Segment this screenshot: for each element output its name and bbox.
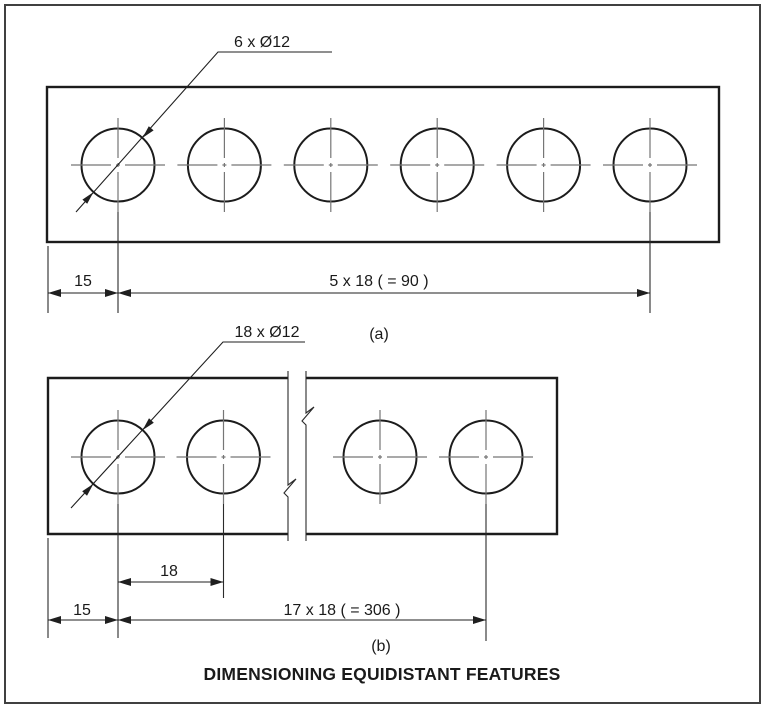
leader-arrow-icon (142, 126, 154, 138)
drawing-title: DIMENSIONING EQUIDISTANT FEATURES (204, 664, 561, 684)
view-a: 6 x Ø12 15 5 x 18 ( = 90 ) (a) (45, 34, 721, 343)
plate-a (45, 85, 721, 244)
view-caption-b: (b) (371, 638, 391, 655)
leader-line (75, 51, 332, 213)
callout-label-b: 18 x Ø12 (235, 324, 300, 341)
plate-b (46, 376, 559, 536)
dim-pitch-label-b: 18 (160, 563, 178, 580)
dim-span-label-a: 5 x 18 ( = 90 ) (329, 273, 428, 290)
leader-arrow-icon (82, 483, 94, 496)
sheet-border (4, 4, 761, 704)
dim-edge-label-b: 15 (73, 602, 91, 619)
view-b: 18 x Ø12 18 15 17 x 18 ( = 306 ) (b) (46, 324, 559, 655)
break-line (301, 371, 315, 541)
holes-a (71, 118, 697, 212)
leader-arrow-icon (82, 192, 94, 204)
leader-arrow-icon (142, 418, 154, 431)
leader-b (70, 341, 305, 509)
dim-span-label-b: 17 x 18 ( = 306 ) (284, 602, 401, 619)
leader-line (70, 341, 305, 509)
break-line (283, 371, 297, 541)
callout-label-a: 6 x Ø12 (234, 34, 290, 51)
leader-a (75, 51, 332, 213)
dim-edge-label-a: 15 (74, 273, 92, 290)
holes-b (71, 410, 533, 504)
view-caption-a: (a) (369, 326, 389, 343)
